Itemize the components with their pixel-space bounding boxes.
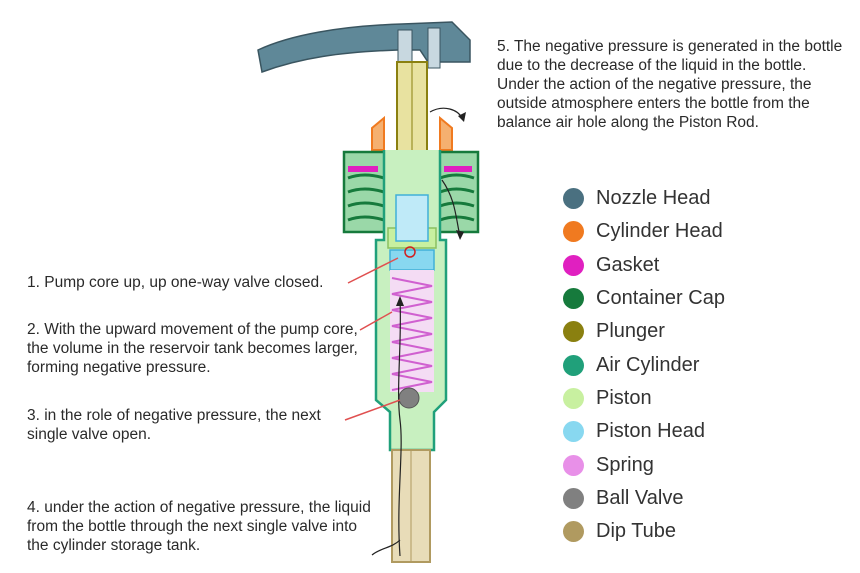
legend-item: Dip Tube bbox=[563, 515, 725, 548]
legend-label: Piston Head bbox=[596, 420, 705, 443]
legend-label: Plunger bbox=[596, 320, 665, 343]
legend-swatch bbox=[563, 521, 584, 543]
note-5: 5. The negative pressure is generated in… bbox=[497, 38, 843, 131]
spring bbox=[390, 270, 434, 392]
upper-valve bbox=[404, 246, 416, 258]
note-3: 3. in the role of negative pressure, the… bbox=[27, 407, 321, 443]
legend-label: Piston bbox=[596, 386, 652, 409]
legend-item: Plunger bbox=[563, 315, 725, 348]
legend: Nozzle Head Cylinder Head Gasket Contain… bbox=[563, 182, 725, 548]
legend-item: Piston bbox=[563, 382, 725, 415]
legend-swatch bbox=[563, 421, 584, 443]
legend-label: Nozzle Head bbox=[596, 187, 711, 210]
legend-item: Air Cylinder bbox=[563, 348, 725, 381]
legend-item: Spring bbox=[563, 448, 725, 481]
nozzle-head bbox=[257, 21, 471, 76]
arrow-heads bbox=[396, 112, 466, 306]
legend-label: Gasket bbox=[596, 253, 660, 276]
legend-swatch bbox=[563, 387, 584, 409]
legend-label: Ball Valve bbox=[596, 486, 684, 509]
gasket bbox=[348, 166, 472, 172]
piston-head bbox=[389, 194, 435, 271]
legend-label: Cylinder Head bbox=[596, 220, 723, 243]
legend-swatch bbox=[563, 454, 584, 476]
legend-item: Piston Head bbox=[563, 415, 725, 448]
legend-label: Spring bbox=[596, 453, 654, 476]
legend-swatch bbox=[563, 254, 584, 276]
legend-item: Ball Valve bbox=[563, 482, 725, 515]
dip-tube bbox=[391, 449, 431, 563]
legend-label: Container Cap bbox=[596, 287, 725, 310]
legend-label: Dip Tube bbox=[596, 520, 677, 543]
legend-swatch bbox=[563, 354, 584, 376]
legend-swatch bbox=[563, 221, 584, 243]
note-1: 1. Pump core up, up one-way valve closed… bbox=[27, 274, 324, 291]
ball-valve bbox=[398, 387, 420, 409]
legend-label: Air Cylinder bbox=[596, 353, 700, 376]
callout-lines bbox=[344, 257, 401, 421]
legend-swatch bbox=[563, 188, 584, 210]
legend-item: Cylinder Head bbox=[563, 215, 725, 248]
legend-swatch bbox=[563, 321, 584, 343]
note-2: 2. With the upward movement of the pump … bbox=[27, 321, 358, 376]
legend-item: Container Cap bbox=[563, 282, 725, 315]
legend-swatch bbox=[563, 487, 584, 509]
legend-swatch bbox=[563, 288, 584, 310]
note-4: 4. under the action of negative pressure… bbox=[27, 499, 371, 554]
legend-item: Nozzle Head bbox=[563, 182, 725, 215]
legend-item: Gasket bbox=[563, 249, 725, 282]
